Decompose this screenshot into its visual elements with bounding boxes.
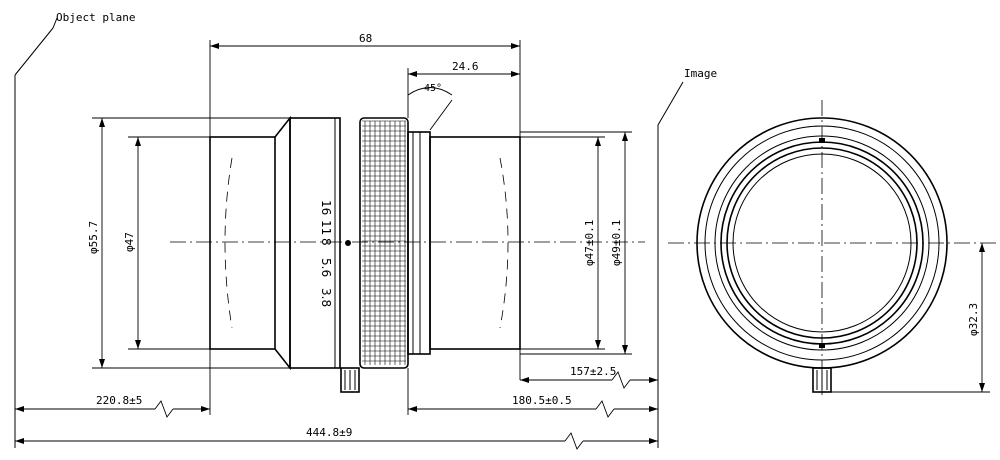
locking-screw [340,367,360,393]
dim-68-label: 68 [359,32,372,45]
front-notch-top [819,138,825,143]
front-taper [274,115,291,371]
dim-45-label: 45° [424,83,442,94]
front-notch-bottom [819,343,825,348]
front-outer-ring-2 [704,125,940,361]
arrow [622,132,628,141]
arrow [201,406,210,412]
arrow [979,383,985,392]
break-mark [154,400,174,418]
dim-d32-label: φ32.3 [967,303,980,336]
arrow [511,43,520,49]
rear-barrel [429,136,521,350]
rear-barrel-arc [499,157,509,329]
aperture-8: 8 [319,238,333,246]
dim-45-line [429,99,453,131]
arrow [210,43,219,49]
dim-24-6-label: 24.6 [452,60,479,73]
image-plane-leader [657,81,684,126]
arrow [99,118,105,127]
break-mark [595,400,615,418]
object-plane-leader-tip [52,17,58,29]
dim-444-label: 444.8±9 [306,426,352,439]
front-step-ring [714,135,930,351]
dim-45-arc [407,87,453,96]
aperture-11: 11 [319,220,333,235]
front-barrel-arc [224,157,233,329]
aperture-3-8: 3.8 [319,288,333,307]
dim-180-label: 180.5±0.5 [512,394,572,407]
arrow [135,137,141,146]
aperture-5-6: 5.6 [319,258,333,277]
arrow [520,377,529,383]
arrow [622,345,628,354]
arrow [649,438,658,444]
aperture-ring [289,117,341,369]
dim-d47r-label: φ47±0.1 [583,220,596,266]
arrow [408,406,417,412]
arrow [649,406,658,412]
rear-step [407,131,431,355]
arrow [408,71,417,77]
image-label: Image [684,67,717,80]
arrow [649,377,658,383]
arrow [15,438,24,444]
aperture-16: 16 [319,200,333,215]
dim-d557-label: φ55.7 [87,221,100,254]
object-plane-label: Object plane [56,11,135,24]
arrow [979,243,985,252]
front-barrel [209,136,276,350]
dim-d47-label: φ47 [123,232,136,252]
focus-ring-knurling [362,120,406,365]
front-aperture [732,153,912,333]
dim-157-label: 157±2.5 [570,365,616,378]
arrow [595,137,601,146]
front-inner-ring [726,147,918,339]
arrow [595,340,601,349]
arrow [511,71,520,77]
aperture-scale: 16 11 8 5.6 3.8 [319,200,333,307]
dim-220-label: 220.8±5 [96,394,142,407]
arrow [99,359,105,368]
focus-ring [359,117,409,369]
object-plane-leader [14,27,54,76]
arrow [135,340,141,349]
arrow [15,406,24,412]
index-dot [345,240,351,246]
dim-d49-label: φ49±0.1 [610,220,623,266]
break-mark [564,432,584,450]
break-mark [611,371,631,389]
